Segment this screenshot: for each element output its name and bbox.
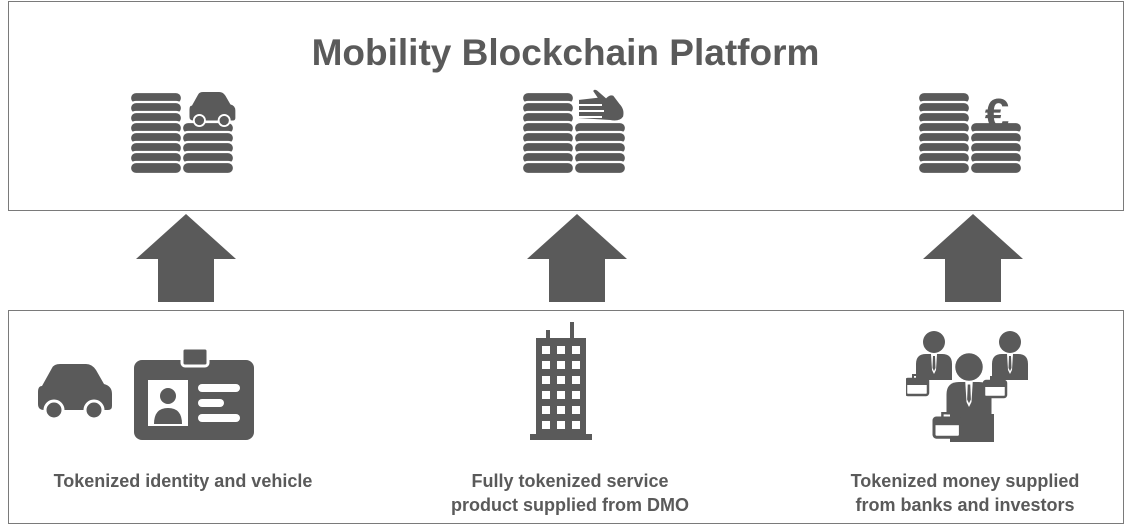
up-arrow-icon bbox=[527, 214, 627, 304]
business-people-icon bbox=[906, 330, 1036, 442]
label-line: Tokenized money supplied bbox=[850, 471, 1080, 491]
euro-symbol: € bbox=[985, 90, 1009, 139]
id-card-icon bbox=[134, 348, 254, 440]
label-line: product supplied from DMO bbox=[451, 495, 689, 515]
coins-euro-icon: € bbox=[918, 87, 1028, 187]
up-arrow-icon bbox=[136, 214, 236, 304]
label-line: Tokenized identity and vehicle bbox=[53, 471, 313, 491]
coins-car-icon bbox=[130, 87, 240, 187]
up-arrow-icon bbox=[923, 214, 1023, 304]
diagram-title: Mobility Blockchain Platform bbox=[311, 32, 820, 73]
coins-hand-icon bbox=[522, 87, 632, 187]
label-line: Fully tokenized service bbox=[471, 471, 669, 491]
office-building-icon bbox=[530, 322, 596, 440]
car-icon bbox=[34, 364, 114, 422]
label-identity-vehicle: Tokenized identity and vehicle bbox=[18, 469, 348, 493]
label-line: from banks and investors bbox=[855, 495, 1075, 515]
label-money-supplied: Tokenized money supplied from banks and … bbox=[800, 469, 1130, 517]
label-service-product: Fully tokenized service product supplied… bbox=[405, 469, 735, 517]
